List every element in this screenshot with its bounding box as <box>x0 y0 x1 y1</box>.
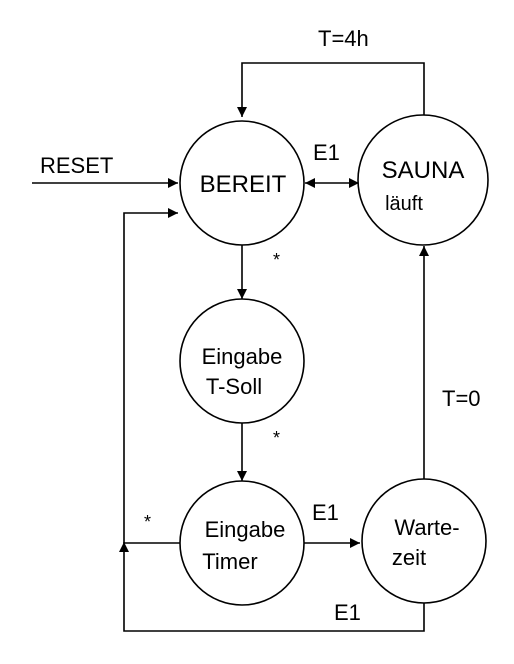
state-wartezeit: Warte- zeit <box>361 478 487 604</box>
edges <box>32 62 429 632</box>
label-t4h: T=4h <box>318 26 369 51</box>
state-wartezeit-label-line1: Warte- <box>394 515 459 540</box>
state-eingabe-tsoll-circle <box>179 298 305 424</box>
state-sauna: SAUNA läuft <box>357 114 489 246</box>
edge-warte-to-bereit-e1 <box>119 542 425 632</box>
state-eingabe-timer-label-line1: Eingabe <box>205 517 286 542</box>
label-reset: RESET <box>40 153 113 178</box>
state-eingabe-timer-label-line2: Timer <box>202 549 257 574</box>
label-star-timer-bereit: * <box>144 512 151 532</box>
label-star-bereit-tsoll: * <box>273 250 280 270</box>
state-eingabe-timer-circle <box>179 480 305 606</box>
state-eingabe-tsoll: Eingabe T-Soll <box>179 298 305 424</box>
state-eingabe-tsoll-label-line1: Eingabe <box>202 344 283 369</box>
state-eingabe-tsoll-label-line2: T-Soll <box>206 374 262 399</box>
state-bereit-circle <box>179 120 305 246</box>
label-e1-warte-bereit: E1 <box>334 600 361 625</box>
label-e1-bereit-sauna: E1 <box>313 140 340 165</box>
edge-sauna-to-bereit-t4h <box>237 62 425 117</box>
label-star-tsoll-timer: * <box>273 428 280 448</box>
state-sauna-circle <box>357 114 489 246</box>
state-wartezeit-label-line2: zeit <box>392 545 426 570</box>
state-sauna-label-line2: läuft <box>385 193 423 215</box>
state-sauna-label-line1: SAUNA <box>382 157 465 184</box>
state-eingabe-timer: Eingabe Timer <box>179 480 305 606</box>
state-wartezeit-circle <box>361 478 487 604</box>
state-bereit: BEREIT <box>179 120 305 246</box>
label-e1-timer-warte: E1 <box>312 500 339 525</box>
transition-labels: RESET T=4h E1 * * T=0 E1 * E1 <box>40 26 481 625</box>
state-bereit-label: BEREIT <box>200 171 287 198</box>
label-t0: T=0 <box>442 386 481 411</box>
edge-timer-to-bereit-star <box>123 208 180 544</box>
